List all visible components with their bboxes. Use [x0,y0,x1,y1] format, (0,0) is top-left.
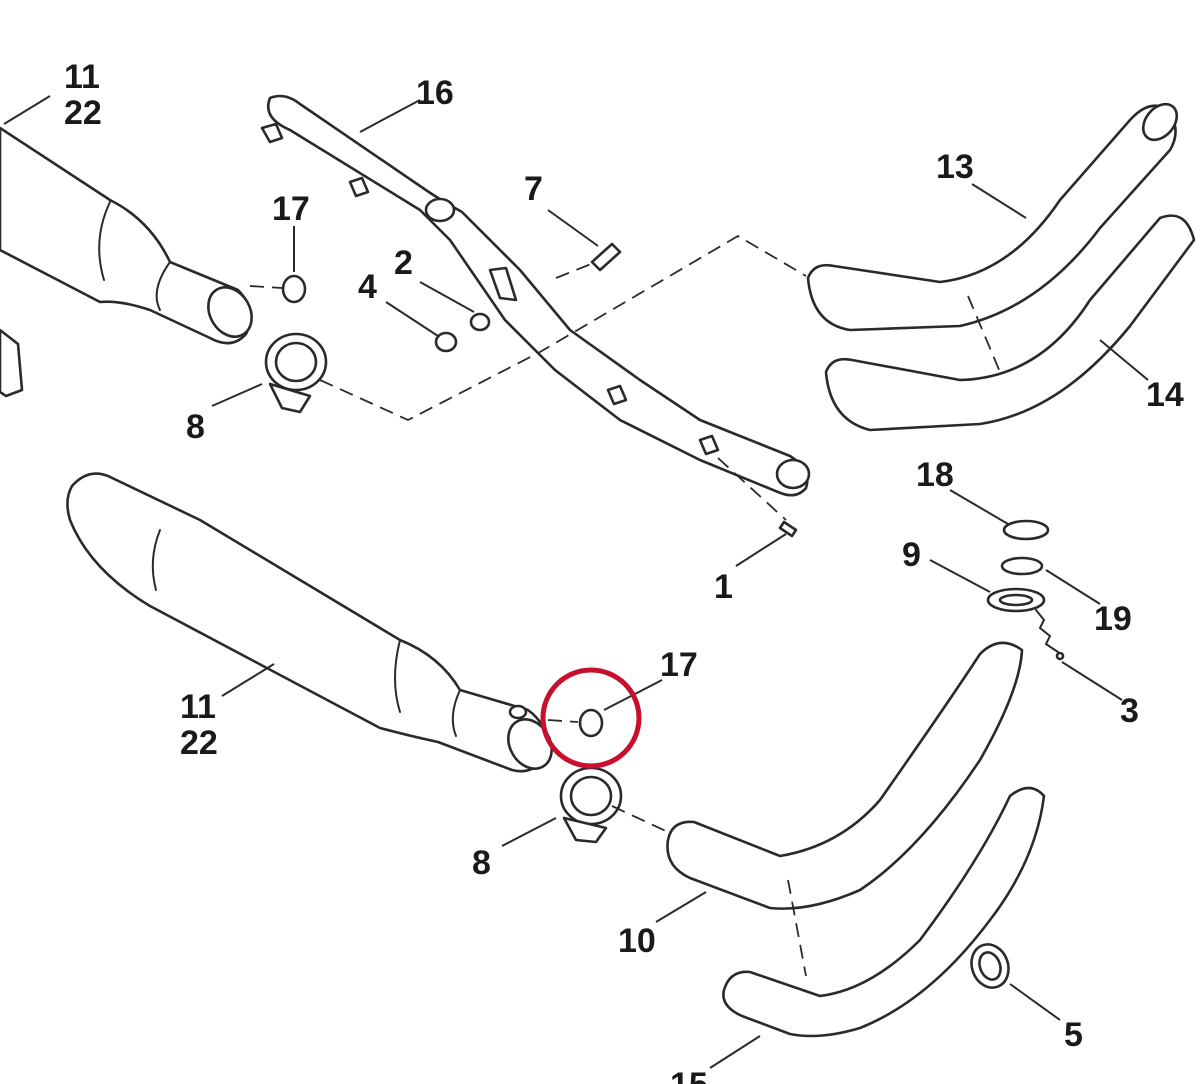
stud-part-7 [590,242,622,272]
pipe-dash-upper [967,295,1001,373]
clamp-lower [559,766,623,844]
callout-14: 14 [1146,376,1184,414]
flange-part-9 [986,587,1046,613]
callout-11-bottom: 11 [180,688,216,726]
callout-1: 1 [714,568,733,606]
assembly-line-lower [611,805,669,833]
callout-7: 7 [524,170,543,208]
washer-part-2 [469,312,491,332]
callout-22-top: 22 [64,94,102,132]
heat-shield-bracket [260,94,811,497]
assembly-line-screw [717,457,787,521]
callout-22-bottom: 22 [180,724,218,762]
gasket-upper [281,274,307,304]
head-pipe-15 [722,786,1046,1038]
head-pipe-rear [824,214,1196,432]
assembly-line-hardware [555,261,597,279]
callout-16: 16 [416,74,454,112]
callout-15: 15 [670,1066,708,1084]
callout-17-bottom: 17 [660,646,698,684]
spring-part-3 [1035,609,1065,661]
pipe-dash-lower [787,879,807,977]
ring-part-18 [1002,519,1050,541]
callout-labels: 11 22 16 17 7 2 4 8 13 14 1 18 9 19 3 11… [64,58,1184,1084]
head-pipe-10 [666,641,1024,910]
highlight-circle [540,667,642,769]
callout-5: 5 [1064,1016,1083,1054]
clamp-part-5 [970,943,1010,989]
assembly-line-gasket-upper [249,285,283,289]
callout-10: 10 [618,922,656,960]
callout-8-bottom: 8 [472,844,491,882]
head-pipe-front [806,102,1179,332]
callout-11-top: 11 [64,58,100,96]
callout-4: 4 [358,268,377,306]
callout-13: 13 [936,148,974,186]
ring-part-19 [1000,556,1044,576]
callout-18: 18 [916,456,954,494]
lower-muffler [66,472,553,773]
callout-9: 9 [902,536,921,574]
assembly-line-upper [319,234,807,421]
screw-part-1 [778,520,798,538]
callout-3: 3 [1120,692,1139,730]
callout-8-top: 8 [186,408,205,446]
clamp-upper [264,332,328,414]
callout-19: 19 [1094,600,1132,638]
callout-2: 2 [394,244,413,282]
leader-lines [3,95,1149,1069]
nut-part-4 [434,331,458,353]
assembly-line-gasket-lower [547,719,579,723]
upper-muffler [0,126,253,398]
gasket-lower [578,708,604,738]
callout-17-top: 17 [272,190,310,228]
